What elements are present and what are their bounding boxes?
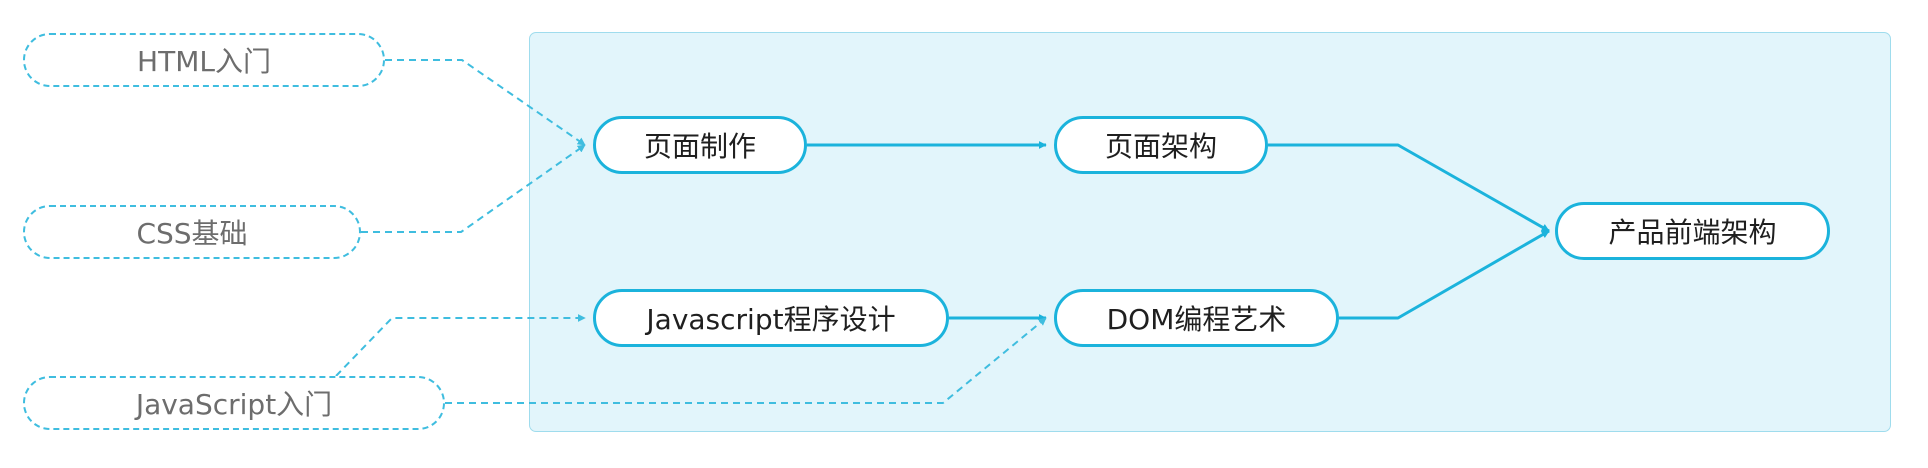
edge-js_intro-to-dom_art (445, 317, 1047, 404)
edge-css-to-page_making (361, 144, 586, 233)
course-node-page-architecture[interactable]: 页面架构 (1054, 116, 1268, 174)
course-node-javascript-design[interactable]: Javascript程序设计 (593, 289, 949, 347)
course-node-dom-programming[interactable]: DOM编程艺术 (1054, 289, 1339, 347)
prereq-node-javascript-intro[interactable]: JavaScript入门 (23, 376, 445, 430)
edges-group (335, 59, 1550, 404)
prereq-node-html-intro[interactable]: HTML入门 (23, 33, 385, 87)
edge-html-to-page_making (385, 59, 586, 146)
edge-page_arch-to-product_frontend (1268, 143, 1550, 233)
edge-js_intro-to-js_design (335, 314, 586, 377)
course-node-page-making[interactable]: 页面制作 (593, 116, 807, 174)
prereq-node-css-basics[interactable]: CSS基础 (23, 205, 361, 259)
course-node-product-frontend-architecture[interactable]: 产品前端架构 (1555, 202, 1830, 260)
edge-dom_art-to-product_frontend (1339, 229, 1550, 320)
